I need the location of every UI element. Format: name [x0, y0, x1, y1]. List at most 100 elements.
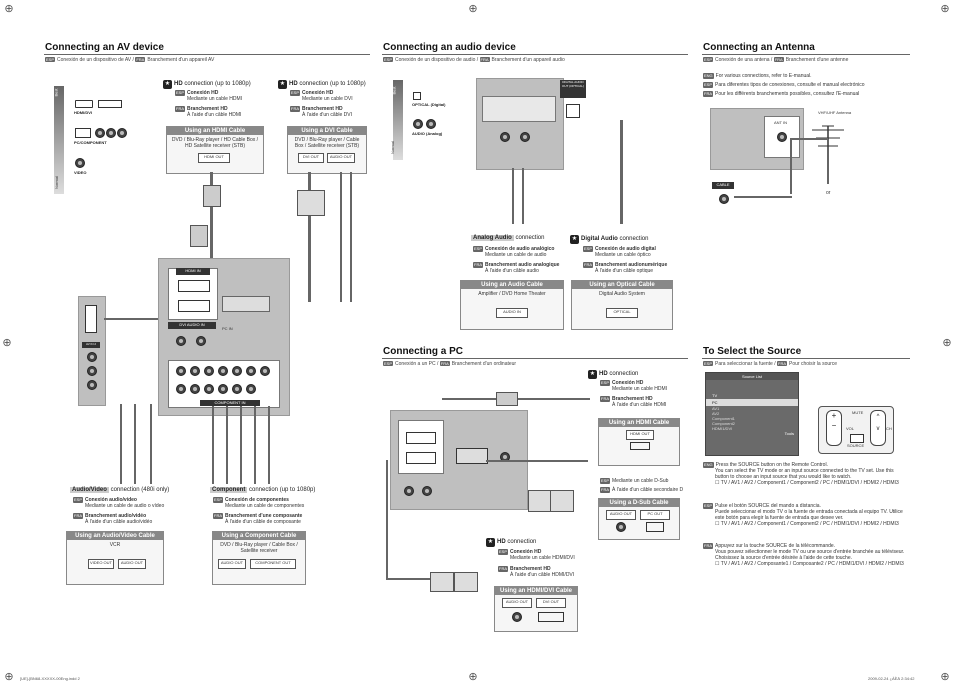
footer-left: [UE]-[BN68-XXXXX-00Eng.indd 2	[20, 676, 80, 681]
audio-out-jack	[520, 132, 530, 142]
hdmidvi-dvi-icon	[538, 612, 564, 622]
pc-hdmi-out-port: HDMI OUT	[626, 430, 654, 440]
subtitle-fr: Branchement d'un appareil AV	[147, 57, 215, 63]
source-list-item[interactable]: HDMI1/DVI	[712, 426, 733, 431]
video-jack-icon	[75, 158, 85, 168]
pc-hdmi-dvi-line	[386, 578, 446, 580]
audio-cable-title: Using an Audio Cable	[461, 281, 563, 289]
audio-jack-icon	[413, 119, 423, 129]
quality-normal-label: Normal	[53, 176, 59, 189]
audio-panel-inner	[482, 96, 556, 122]
component-in-header: COMPONENT IN	[200, 400, 260, 406]
comp-cable-box: Using a Component Cable DVD / Blu-Ray pl…	[212, 531, 306, 585]
star-icon: ★	[163, 80, 172, 89]
hdmi-plug	[203, 185, 221, 207]
panel-jack	[190, 384, 200, 394]
dvi-audio-in-header: DVI AUDIO IN	[168, 322, 216, 329]
hdmi-plug	[190, 225, 208, 247]
vol-button[interactable]: +−	[826, 410, 842, 446]
panel-jack	[218, 384, 228, 394]
source-list-item[interactable]: TV	[712, 393, 718, 398]
pc-section-title: Connecting a PC	[383, 346, 464, 357]
panel-jack	[232, 384, 242, 394]
optical-cable-line	[620, 120, 623, 224]
hdmidvi-dvi-out-port: DVI OUT	[536, 598, 566, 608]
av-cable-line	[150, 404, 152, 484]
source-label: SOURCE	[847, 443, 865, 448]
analog-audio-heading: Analog Audio connection	[471, 235, 545, 241]
comp-conn-heading: Component connection (up to 1080p)	[210, 487, 316, 493]
legend-hdmi: HDMI/DVI	[74, 110, 92, 115]
av-hd1-heading: ★HD connection (up to 1080p)	[163, 80, 251, 89]
dsub-plug	[550, 490, 574, 512]
dsub-plug	[528, 490, 552, 512]
cable-jack	[719, 194, 729, 204]
panel-jack	[204, 366, 214, 376]
star-icon: ★	[486, 538, 495, 547]
pc-hd2-heading: ★HD connection	[486, 538, 537, 547]
source-list-item[interactable]: AV2	[712, 411, 720, 416]
av-cable-line	[134, 404, 136, 484]
vol-label: VOL	[846, 426, 855, 431]
comp-out-port: COMPONENT OUT	[250, 559, 296, 569]
digital-audio-heading: ★Digital Audio connection	[570, 235, 649, 244]
ch-button[interactable]: ^v	[870, 410, 886, 446]
component-jack-icon	[117, 128, 127, 138]
audio-cable-line	[512, 168, 514, 224]
source-list-item[interactable]: AV1	[712, 406, 720, 411]
side-hdmi-port	[85, 305, 97, 333]
lang-tag: ESP	[45, 57, 56, 62]
pc-hdmi-dvi-line	[386, 460, 388, 578]
pc-hdmi-port-1	[406, 432, 436, 444]
source-list-item[interactable]: Component2	[712, 421, 735, 426]
source-list-item-selected[interactable]: PC	[706, 399, 798, 406]
hdmi-in-block	[168, 268, 218, 320]
source-list-item[interactable]: Component1	[712, 416, 735, 421]
hdmi-cable-body: DVD / Blu-Ray player / HD Cable Box / HD…	[171, 137, 259, 149]
dsub-audio-out-port: AUDIO OUT	[606, 510, 636, 520]
comp-cable-line	[268, 406, 270, 484]
panel-jack	[246, 366, 256, 376]
registration-mark-icon: ⊕	[468, 3, 478, 15]
dvi-plug	[430, 572, 454, 592]
comp-cable-body: DVD / Blu-Ray player / Cable Box / Satel…	[220, 542, 298, 554]
legend-audio: AUDIO (Analog)	[412, 131, 443, 136]
audio-cable-box: Using an Audio Cable Amplifier / DVD Hom…	[460, 280, 564, 330]
or-label: or	[826, 190, 831, 196]
star-icon: ★	[588, 370, 597, 379]
lang-tag: FRA	[135, 57, 146, 62]
source-list-screen: Source List TV PC AV1 AV2 Component1 Com…	[705, 372, 799, 456]
dvi-cable-body: DVD / Blu-Ray player / Cable Box / Satel…	[294, 137, 360, 149]
pc-hdmi-port-2	[406, 452, 436, 464]
optical-cable-title: Using an Optical Cable	[572, 281, 672, 289]
av-hd2-heading: ★HD connection (up to 1080p)	[278, 80, 366, 89]
cable-line	[734, 196, 792, 198]
digital-audio-out-header: DIGITAL AUDIO OUT (OPTICAL)	[560, 80, 586, 98]
legend-optical: OPTICAL (Digital)	[412, 102, 446, 107]
audio-quality-bar	[393, 80, 403, 160]
dvi-out-port: DVI OUT	[298, 153, 324, 163]
comp-cable-line	[240, 406, 242, 484]
pc-hdmi-cable-title: Using an HDMI Cable	[599, 419, 679, 427]
av-cable-title: Using an Audio/Video Cable	[67, 532, 163, 540]
audio-out-port: AUDIO OUT	[118, 559, 146, 569]
source-button[interactable]	[850, 434, 864, 443]
dsub-cable-title: Using a D-Sub Cable	[599, 499, 679, 507]
registration-mark-icon: ⊕	[4, 3, 14, 15]
subtitle-es: Conexión de un dispositivo de AV /	[57, 57, 134, 63]
comp-cable-line	[226, 406, 228, 484]
audio-normal-label: Normal	[389, 141, 395, 154]
dvi-cable-line	[308, 172, 311, 302]
optical-port	[566, 104, 580, 118]
source-list-footer: Tools	[784, 431, 794, 436]
